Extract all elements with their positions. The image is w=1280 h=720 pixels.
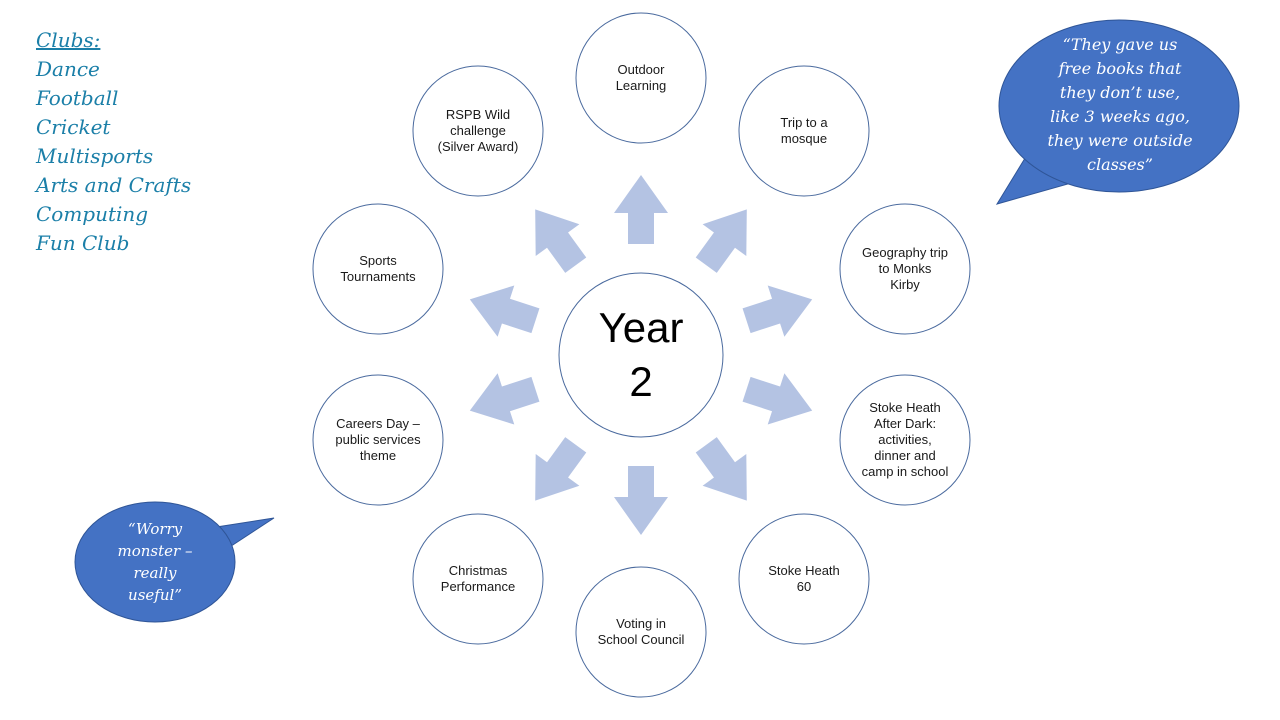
clubs-title: Clubs: <box>36 28 101 52</box>
quote-line: free books that <box>1058 59 1182 78</box>
arrow-right-lower <box>742 373 813 425</box>
quote-left-text: “Worry monster – really useful” <box>95 518 215 606</box>
node-circle-careers-day <box>312 374 444 506</box>
arrow-left-upper <box>469 285 540 337</box>
quote-line: useful” <box>128 586 182 604</box>
quote-line: they were outside <box>1047 131 1193 150</box>
node-label-line: challenge <box>450 123 506 138</box>
node-circle-after-dark <box>839 374 971 506</box>
node-label-after-dark: Stoke Heath After Dark: activities, dinn… <box>835 400 975 480</box>
center-label-line: Year <box>598 304 684 351</box>
club-item: Computing <box>36 202 149 226</box>
club-item: Football <box>36 86 119 110</box>
node-label-line: dinner and <box>874 448 936 463</box>
node-label-line: Stoke Heath <box>768 563 840 578</box>
clubs-list: Clubs: Dance Football Cricket Multisport… <box>36 26 191 258</box>
node-circle-sports-tournaments <box>312 203 444 335</box>
quote-bubble-right <box>995 19 1240 205</box>
node-circle-christmas <box>412 513 544 645</box>
quote-line: like 3 weeks ago, <box>1050 107 1190 126</box>
node-label-line: RSPB Wild <box>445 107 511 122</box>
quote-line: classes” <box>1087 155 1153 174</box>
node-label-line: Geography trip <box>862 245 948 260</box>
node-circle-outdoor-learning <box>575 12 707 144</box>
quote-bubble-left-body <box>74 501 236 623</box>
arrows-group <box>469 175 813 535</box>
quote-line: really <box>133 564 177 582</box>
node-circle-rspb <box>412 65 544 197</box>
node-label-line: (Silver Award) <box>437 139 519 154</box>
node-circle-stoke-heath-60 <box>738 513 870 645</box>
node-circle-geography-trip <box>839 203 971 335</box>
node-label-line: Voting in <box>616 616 666 631</box>
node-label-line: theme <box>359 448 397 463</box>
arrow-lower-left <box>535 437 587 501</box>
quote-bubble-right-body <box>998 19 1240 193</box>
center-label: Year 2 <box>561 301 721 409</box>
quote-line: “Worry <box>127 520 183 538</box>
club-item: Fun Club <box>36 231 130 255</box>
node-label-stoke-heath-60: Stoke Heath 60 <box>734 563 874 595</box>
node-label-line: to Monks <box>878 261 932 276</box>
node-label-line: School Council <box>597 632 685 647</box>
quote-line: they don’t use, <box>1059 83 1181 102</box>
center-label-line: 2 <box>629 358 653 405</box>
club-item: Arts and Crafts <box>36 173 192 197</box>
arrow-left-lower <box>469 373 540 425</box>
club-item: Dance <box>36 57 100 81</box>
arrow-up <box>614 175 668 244</box>
node-label-line: activities, <box>878 432 932 447</box>
node-label-line: mosque <box>780 131 828 146</box>
node-label-line: After Dark: <box>873 416 937 431</box>
arrow-lower-right <box>695 437 747 501</box>
node-label-line: Trip to a <box>780 115 828 130</box>
node-circle-voting <box>575 566 707 698</box>
node-circle-trip-mosque <box>738 65 870 197</box>
node-label-line: Learning <box>615 78 667 93</box>
node-label-geography-trip: Geography trip to Monks Kirby <box>835 245 975 293</box>
clubs-items: Dance Football Cricket Multisports Arts … <box>36 55 191 258</box>
node-label-line: Christmas <box>448 563 508 578</box>
node-label-careers-day: Careers Day – public services theme <box>308 416 448 464</box>
center-circle <box>558 272 724 438</box>
quote-right-text: “They gave us free books that they don’t… <box>1030 33 1210 177</box>
node-label-trip-mosque: Trip to a mosque <box>734 115 874 147</box>
node-label-line: Kirby <box>890 277 920 292</box>
node-label-line: Performance <box>440 579 516 594</box>
node-label-line: Stoke Heath <box>869 400 941 415</box>
node-label-christmas: Christmas Performance <box>408 563 548 595</box>
club-item: Cricket <box>36 115 111 139</box>
node-circles-group <box>312 12 971 698</box>
node-label-line: Tournaments <box>340 269 416 284</box>
node-label-sports-tournaments: Sports Tournaments <box>308 253 448 285</box>
club-item: Multisports <box>36 144 154 168</box>
arrow-upper-left <box>535 209 587 273</box>
quote-line: monster – <box>117 542 193 560</box>
quote-bubble-left <box>74 501 275 623</box>
node-label-voting: Voting in School Council <box>571 616 711 648</box>
node-label-line: Sports <box>359 253 397 268</box>
node-label-line: Outdoor <box>617 62 665 77</box>
node-label-line: Careers Day – <box>336 416 420 431</box>
arrow-down <box>614 466 668 535</box>
node-label-line: public services <box>335 432 421 447</box>
arrow-right-upper <box>742 285 813 337</box>
node-label-rspb: RSPB Wild challenge (Silver Award) <box>408 107 548 155</box>
node-label-outdoor-learning: Outdoor Learning <box>571 62 711 94</box>
node-label-line: camp in school <box>861 464 949 479</box>
quote-line: “They gave us <box>1062 35 1178 54</box>
arrow-upper-right <box>695 209 747 273</box>
node-label-line: 60 <box>796 579 812 594</box>
